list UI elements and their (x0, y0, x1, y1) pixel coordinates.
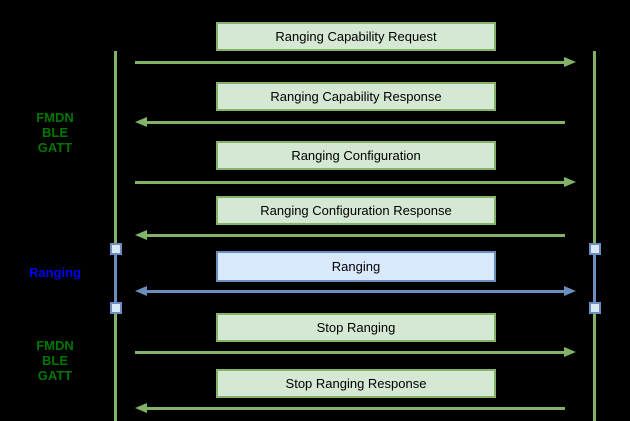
arrowhead-left-icon (135, 286, 147, 296)
message-box-ranging-configuration-response: Ranging Configuration Response (216, 196, 496, 225)
message-box-ranging: Ranging (216, 251, 496, 282)
arrowhead-left-icon (135, 403, 147, 413)
arrow-shaft (145, 289, 567, 293)
lifeline-right (593, 51, 596, 421)
message-label: Stop Ranging (316, 320, 396, 335)
message-box-ranging-capability-response: Ranging Capability Response (216, 82, 496, 111)
lane-label-line: FMDN (36, 338, 74, 353)
arrow-shaft (145, 406, 565, 410)
message-label: Ranging Capability Response (270, 89, 442, 104)
activation-bar-left (114, 253, 117, 304)
arrow-bidirectional-icon (135, 286, 576, 296)
lifeline-left (114, 51, 117, 421)
message-label: Ranging Configuration (291, 148, 421, 163)
lane-label-line: BLE (42, 353, 68, 368)
message-box-ranging-capability-request: Ranging Capability Request (216, 22, 496, 51)
message-label: Ranging Capability Request (275, 29, 437, 44)
lane-label-fmdn-ble-gatt-bottom: FMDN BLE GATT (0, 338, 110, 383)
arrow-shaft (135, 180, 567, 184)
arrow-shaft (135, 60, 567, 64)
arrowhead-right-icon (564, 347, 576, 357)
lane-label-line: GATT (37, 368, 73, 383)
lane-label-line: BLE (42, 125, 68, 140)
message-label: Ranging Configuration Response (260, 203, 452, 218)
lane-label-line: GATT (37, 140, 73, 155)
arrowhead-left-icon (135, 230, 147, 240)
activation-bar-right (593, 253, 596, 304)
arrow-shaft (145, 120, 565, 124)
arrowhead-right-icon (564, 57, 576, 67)
arrow-left-icon (135, 117, 576, 127)
arrowhead-right-icon (564, 286, 576, 296)
arrow-shaft (145, 233, 565, 237)
arrow-right-icon (135, 57, 576, 67)
arrow-left-icon (135, 403, 576, 413)
lane-label-fmdn-ble-gatt-top: FMDN BLE GATT (0, 110, 110, 155)
message-box-ranging-configuration: Ranging Configuration (216, 141, 496, 170)
arrow-right-icon (135, 347, 576, 357)
message-label: Ranging (331, 259, 381, 274)
message-label: Stop Ranging Response (285, 376, 427, 391)
lane-label-line: Ranging (29, 265, 81, 280)
lane-label-ranging: Ranging (0, 265, 110, 280)
message-box-stop-ranging-response: Stop Ranging Response (216, 369, 496, 398)
arrowhead-left-icon (135, 117, 147, 127)
arrow-right-icon (135, 177, 576, 187)
message-box-stop-ranging: Stop Ranging (216, 313, 496, 342)
arrowhead-right-icon (564, 177, 576, 187)
arrow-left-icon (135, 230, 576, 240)
arrow-shaft (135, 350, 567, 354)
lane-label-line: FMDN (36, 110, 74, 125)
